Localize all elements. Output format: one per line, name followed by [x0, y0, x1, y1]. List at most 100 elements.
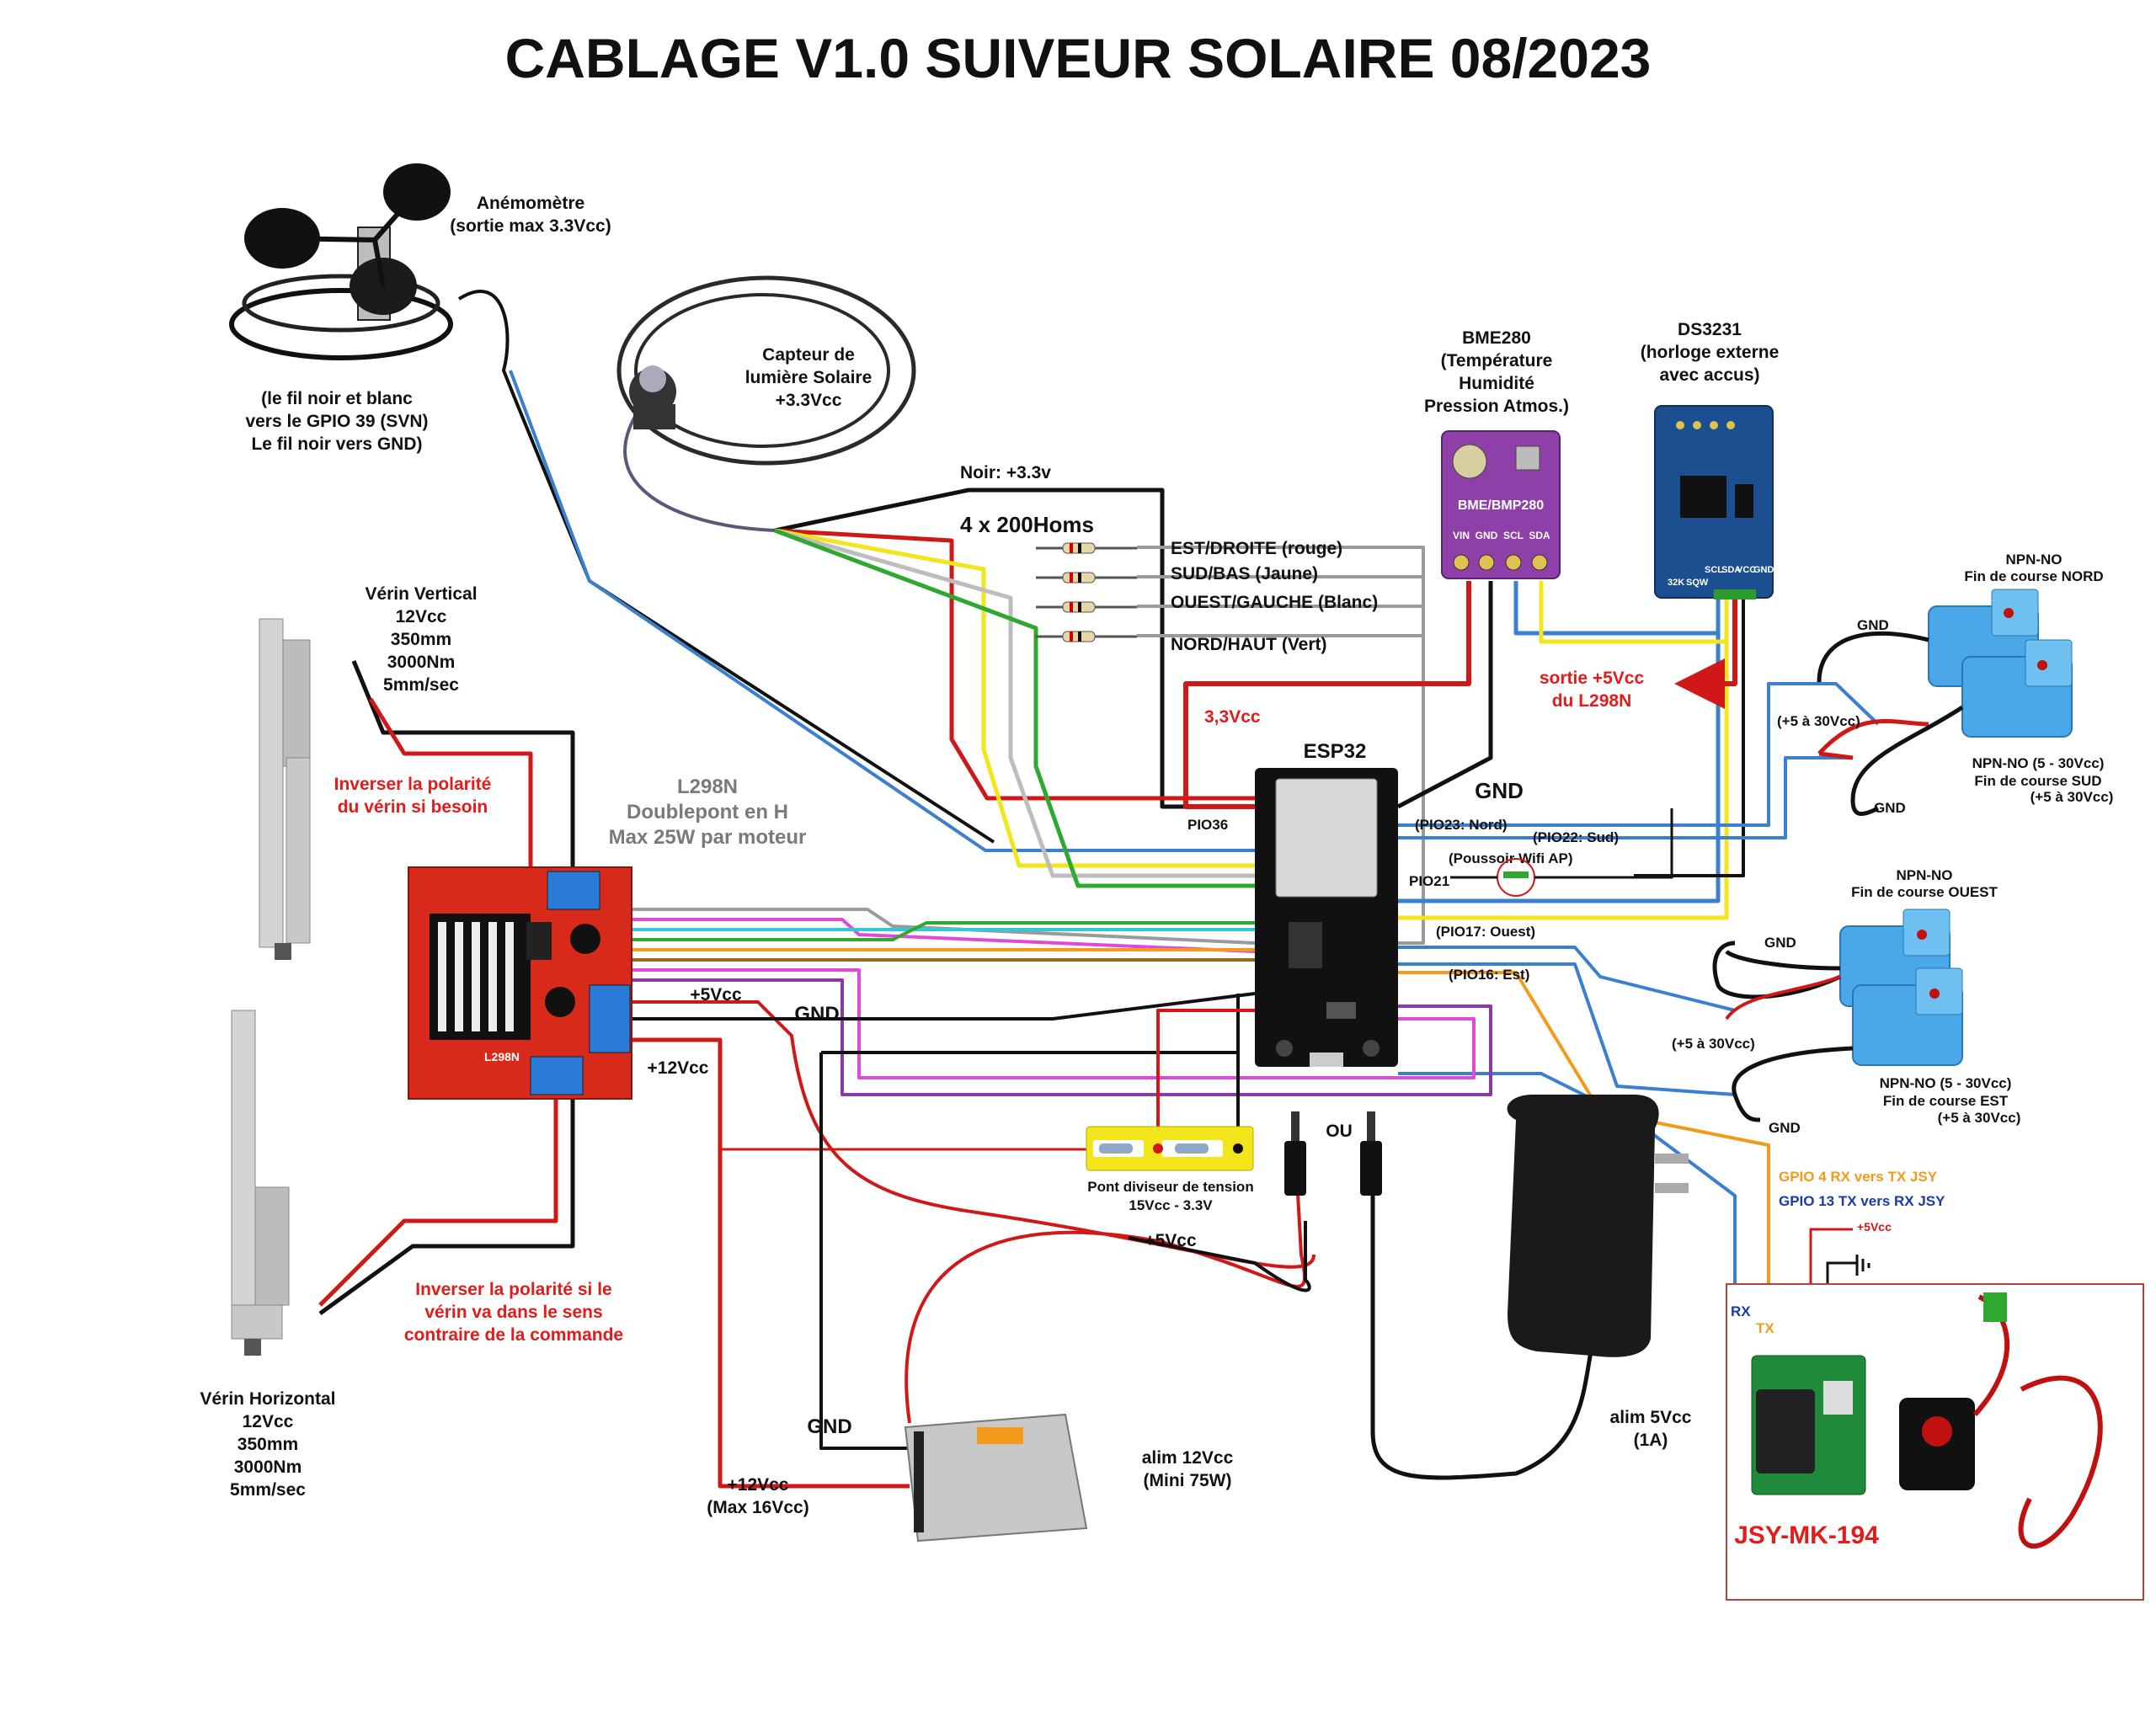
divider-line-2: 15Vcc - 3.3V	[1129, 1197, 1213, 1213]
verin-v-line-3: 350mm	[391, 630, 451, 649]
verin-h-line-2: 12Vcc	[243, 1412, 294, 1431]
ds3231-line-1: DS3231	[1678, 320, 1742, 339]
npn-est-gnd: GND	[1769, 1120, 1801, 1136]
bme-pin-sda: SDA	[1529, 530, 1550, 541]
bme-pin-scl: SCL	[1503, 530, 1524, 541]
esp-pio16: (PIO16: Est)	[1449, 967, 1529, 983]
verin-v-line-2: 12Vcc	[396, 607, 447, 626]
psu5-line-1: alim 5Vcc	[1610, 1408, 1692, 1427]
resistor-ouest	[1062, 601, 1096, 613]
esp-pio21: PIO21	[1409, 873, 1449, 889]
invert2-line-1: Inverser la polarité si le	[415, 1280, 611, 1299]
jsy-module: GPIO 4 RX vers TX JSY GPIO 13 TX vers RX…	[1726, 1169, 2144, 1601]
ds-out-line-1: sortie +5Vcc	[1540, 669, 1645, 688]
usb-connectors: OU	[1284, 1111, 1382, 1196]
light-sensor: Capteur de lumière Solaire +3.3Vcc	[616, 275, 916, 466]
verin-vertical: Vérin Vertical 12Vcc 350mm 3000Nm 5mm/se…	[259, 584, 478, 960]
psu-5v: alim 5Vcc (1A)	[1507, 1095, 1692, 1450]
ds-pin-sqw: SQW	[1686, 578, 1709, 588]
resistor-bank: Noir: +3.3v 4 x 200Homs EST/DROITE (roug…	[960, 463, 1378, 654]
npn-sud-gnd: GND	[1874, 800, 1906, 816]
verin-h-line-1: Vérin Horizontal	[200, 1389, 335, 1409]
invert2-line-2: vérin va dans le sens	[424, 1303, 602, 1322]
esp32-board: ESP32 GND PIO36 (PIO23: Nord) (PIO22: Su…	[1187, 740, 1673, 1067]
ds3231-line-2: (horloge externe	[1641, 343, 1780, 362]
esp-pio17: (PIO17: Ouest)	[1436, 924, 1535, 940]
bme280-line-4: Pression Atmos.)	[1424, 397, 1569, 416]
npn-nord-plus: (+5 à 30Vcc)	[1777, 713, 1860, 729]
ds-pin-vcc: VCC	[1737, 565, 1756, 575]
l298-gnd: GND	[794, 1003, 839, 1026]
ds3231-line-3: avec accus)	[1659, 365, 1759, 385]
invert1-line-2: du vérin si besoin	[338, 797, 488, 817]
label-sud: SUD/BAS (Jaune)	[1171, 564, 1318, 584]
npn-sud-title-2: Fin de course SUD	[1974, 773, 2101, 789]
verin-v-line-5: 5mm/sec	[383, 675, 459, 695]
npn-sud-title-3: (+5 à 30Vcc)	[2031, 789, 2114, 805]
resistor-sud	[1062, 572, 1096, 584]
verin-v-line-4: 3000Nm	[387, 653, 456, 672]
npn-est-title-3: (+5 à 30Vcc)	[1938, 1110, 2021, 1126]
anemometer-spec: (sortie max 3.3Vcc)	[450, 216, 611, 236]
npn-nord-title-1: NPN-NO	[2005, 552, 2062, 568]
bme-pin-gnd: GND	[1476, 530, 1498, 541]
verin-h-line-4: 3000Nm	[234, 1458, 302, 1477]
verin-h-line-3: 350mm	[237, 1435, 298, 1454]
divider-line-1: Pont diviseur de tension	[1087, 1179, 1253, 1195]
npn-ouest-title-2: Fin de course OUEST	[1851, 884, 1998, 900]
light-sensor-line-2: lumière Solaire	[745, 368, 873, 387]
jsy-gpio4: GPIO 4 RX vers TX JSY	[1779, 1169, 1938, 1185]
anemometer-title: Anémomètre	[477, 194, 584, 213]
l298n-line-3: Max 25W par moteur	[609, 826, 807, 849]
ds-pin-gnd: GND	[1753, 565, 1774, 575]
l298n-chip-label: L298N	[484, 1050, 520, 1063]
ou-label: OU	[1326, 1122, 1353, 1141]
wires	[318, 290, 1929, 1489]
esp-pio23: (PIO23: Nord)	[1415, 817, 1508, 833]
bme280-line-2: (Température	[1441, 351, 1553, 370]
l298-5v: +5Vcc	[690, 985, 742, 1005]
l298n-line-1: L298N	[677, 775, 738, 798]
psu12-in-2: (Max 16Vcc)	[707, 1498, 808, 1517]
anemometer-note-1: (le fil noir et blanc	[261, 389, 413, 408]
anemometer: Anémomètre (sortie max 3.3Vcc) (le fil n…	[229, 163, 611, 454]
psu5-line-2: (1A)	[1634, 1431, 1668, 1450]
light-sensor-cable	[623, 407, 776, 532]
npn-nord-gnd: GND	[1857, 617, 1889, 633]
jsy-name: JSY-MK-194	[1734, 1521, 1879, 1549]
verin-h-line-5: 5mm/sec	[230, 1480, 306, 1500]
bme280-chip-label: BME/BMP280	[1458, 498, 1544, 513]
ds-pin-32k: 32K	[1668, 578, 1684, 588]
npn-ouest-title-1: NPN-NO	[1896, 867, 1952, 883]
psu12-line-2: (Mini 75W)	[1144, 1471, 1232, 1490]
bme280-line-1: BME280	[1462, 328, 1531, 348]
resistor-est	[1062, 542, 1096, 554]
ds3231-module: DS3231 (horloge externe avec accus) 32K …	[1641, 320, 1780, 600]
ds-pin-sda: SDA	[1721, 565, 1741, 575]
voltage-divider: Pont diviseur de tension 15Vcc - 3.3V	[1086, 1126, 1254, 1213]
l298-12v: +12Vcc	[648, 1058, 709, 1078]
resistor-nord	[1062, 631, 1096, 642]
usb-5v-label: +5Vcc	[1145, 1231, 1197, 1250]
esp32-gnd-label: GND	[1475, 778, 1524, 803]
page-title: CABLAGE V1.0 SUIVEUR SOLAIRE 08/2023	[505, 27, 1652, 89]
label-ouest: OUEST/GAUCHE (Blanc)	[1171, 593, 1378, 612]
jsy-gpio13: GPIO 13 TX vers RX JSY	[1779, 1193, 1945, 1209]
anemometer-note-3: Le fil noir vers GND)	[251, 434, 422, 454]
esp-pio36: PIO36	[1187, 817, 1228, 833]
anemometer-black-wire	[457, 290, 995, 844]
label-nord: NORD/HAUT (Vert)	[1171, 635, 1327, 654]
esp-pio22: (PIO22: Sud)	[1533, 829, 1619, 845]
npn-est-title-2: Fin de course EST	[1883, 1093, 2009, 1109]
npn-est-title-1: NPN-NO (5 - 30Vcc)	[1880, 1075, 2012, 1091]
jsy-rx: RX	[1731, 1303, 1751, 1319]
bme-pin-vin: VIN	[1453, 530, 1470, 541]
verin-v-line-1: Vérin Vertical	[365, 584, 477, 604]
esp-wifi: (Poussoir Wifi AP)	[1449, 850, 1573, 866]
npn-sud-title-1: NPN-NO (5 - 30Vcc)	[1972, 755, 2105, 771]
resistors-title: 4 x 200Homs	[960, 512, 1094, 537]
npn-nord-title-2: Fin de course NORD	[1964, 568, 2103, 584]
l298n-module: L298N Doublepont en H Max 25W par moteur…	[408, 775, 807, 1100]
psu12-in-1: +12Vcc	[728, 1475, 789, 1495]
